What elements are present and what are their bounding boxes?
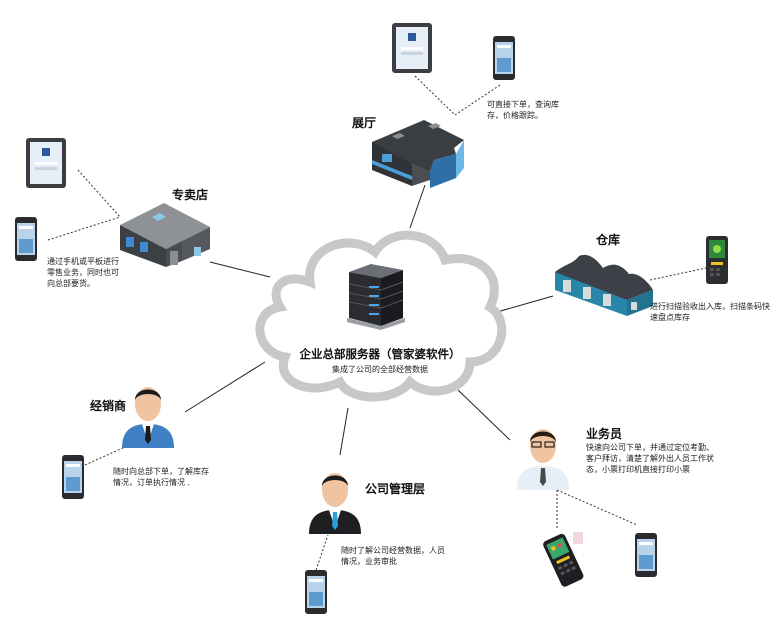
warehouse-title: 仓库 <box>596 233 621 247</box>
warehouse-scanner-icon <box>706 236 728 284</box>
showroom-desc: 可直接下单，查询库存，价格跟踪。 <box>487 100 559 120</box>
warehouse-building-icon <box>555 254 653 316</box>
link-dealer <box>184 361 266 413</box>
management-person-icon <box>309 473 361 534</box>
showroom-title: 展厅 <box>352 116 377 130</box>
link-showroom <box>409 184 426 229</box>
salesperson-desc: 快速向公司下单，并通过定位考勤、客户拜访，清楚了解外出人员工作状态，小票打印机直… <box>586 443 714 474</box>
link-salesperson <box>457 389 511 441</box>
dotted-showroom-tablet <box>414 75 456 116</box>
salesperson-title: 业务员 <box>586 427 623 441</box>
server-icon <box>347 264 405 330</box>
dealer-title: 经销商 <box>90 399 127 413</box>
showroom-building-icon <box>372 120 464 188</box>
management-desc: 随时了解公司经营数据，人员情况，业务审批 <box>341 546 445 566</box>
salesperson-person-icon <box>517 429 569 490</box>
showroom-phone-icon <box>493 36 515 80</box>
center-title: 企业总部服务器（管家婆软件） <box>299 347 461 361</box>
dotted-warehouse-scanner <box>649 267 707 281</box>
dealer-person-icon <box>122 387 174 448</box>
dotted-sales-phone <box>556 489 638 526</box>
store-title: 专卖店 <box>172 188 209 202</box>
salesperson-phone-icon <box>635 533 657 577</box>
store-desc: 通过手机或平板进行零售业务，同时也可向总部要货。 <box>47 257 119 288</box>
link-management <box>339 407 349 456</box>
store-phone-icon <box>15 217 37 261</box>
dealer-phone-icon <box>62 455 84 499</box>
center-subtitle: 集成了公司的全部经营数据 <box>332 365 428 374</box>
salesperson-pda-printer-icon <box>543 532 584 587</box>
link-store <box>209 261 271 278</box>
dotted-store-phone <box>47 216 121 241</box>
dotted-showroom-phone <box>454 84 501 116</box>
dotted-management-phone <box>315 534 329 571</box>
store-building-icon <box>120 203 210 267</box>
dotted-dealer-phone <box>84 446 126 466</box>
showroom-tablet-icon <box>392 23 432 73</box>
link-warehouse <box>489 295 554 315</box>
management-title: 公司管理层 <box>365 482 426 496</box>
dotted-store-tablet <box>77 169 121 218</box>
warehouse-desc: 进行扫描验收出入库，扫描条码快速盘点库存 <box>650 302 770 322</box>
store-tablet-icon <box>26 138 66 188</box>
management-phone-icon <box>305 570 327 614</box>
dealer-desc: 随时向总部下单，了解库存情况，订单执行情况 . <box>113 467 209 487</box>
